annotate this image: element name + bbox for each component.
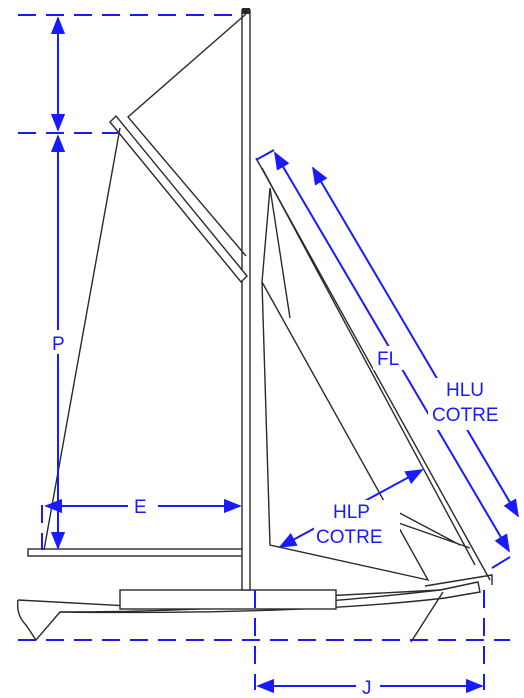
staysail — [261, 187, 291, 319]
topsail — [127, 13, 247, 257]
gaff — [109, 114, 248, 284]
dimension-labels: P E FL HLU COTRE HLP COTRE J — [50, 330, 514, 698]
label-P: P — [52, 334, 65, 355]
label-FL: FL — [377, 349, 399, 370]
label-HLP-line2: COTRE — [316, 527, 383, 548]
reference-lines — [18, 14, 510, 690]
boom — [27, 548, 247, 557]
dim-FL-tick-top — [255, 149, 275, 161]
mast — [241, 9, 251, 591]
rudder — [410, 591, 444, 643]
label-HLU-line1: HLU — [446, 380, 484, 401]
mast-top — [242, 8, 250, 14]
cabin — [119, 589, 337, 610]
label-E: E — [134, 497, 147, 518]
label-J: J — [362, 678, 372, 698]
boat-drawing — [16, 8, 493, 643]
dim-HLU — [312, 166, 519, 518]
label-HLP-line1: HLP — [333, 502, 370, 523]
label-HLU-line2: COTRE — [432, 405, 499, 426]
hull — [16, 581, 481, 642]
dim-FL-tick-bottom — [491, 556, 511, 569]
bowsprit — [424, 574, 493, 587]
